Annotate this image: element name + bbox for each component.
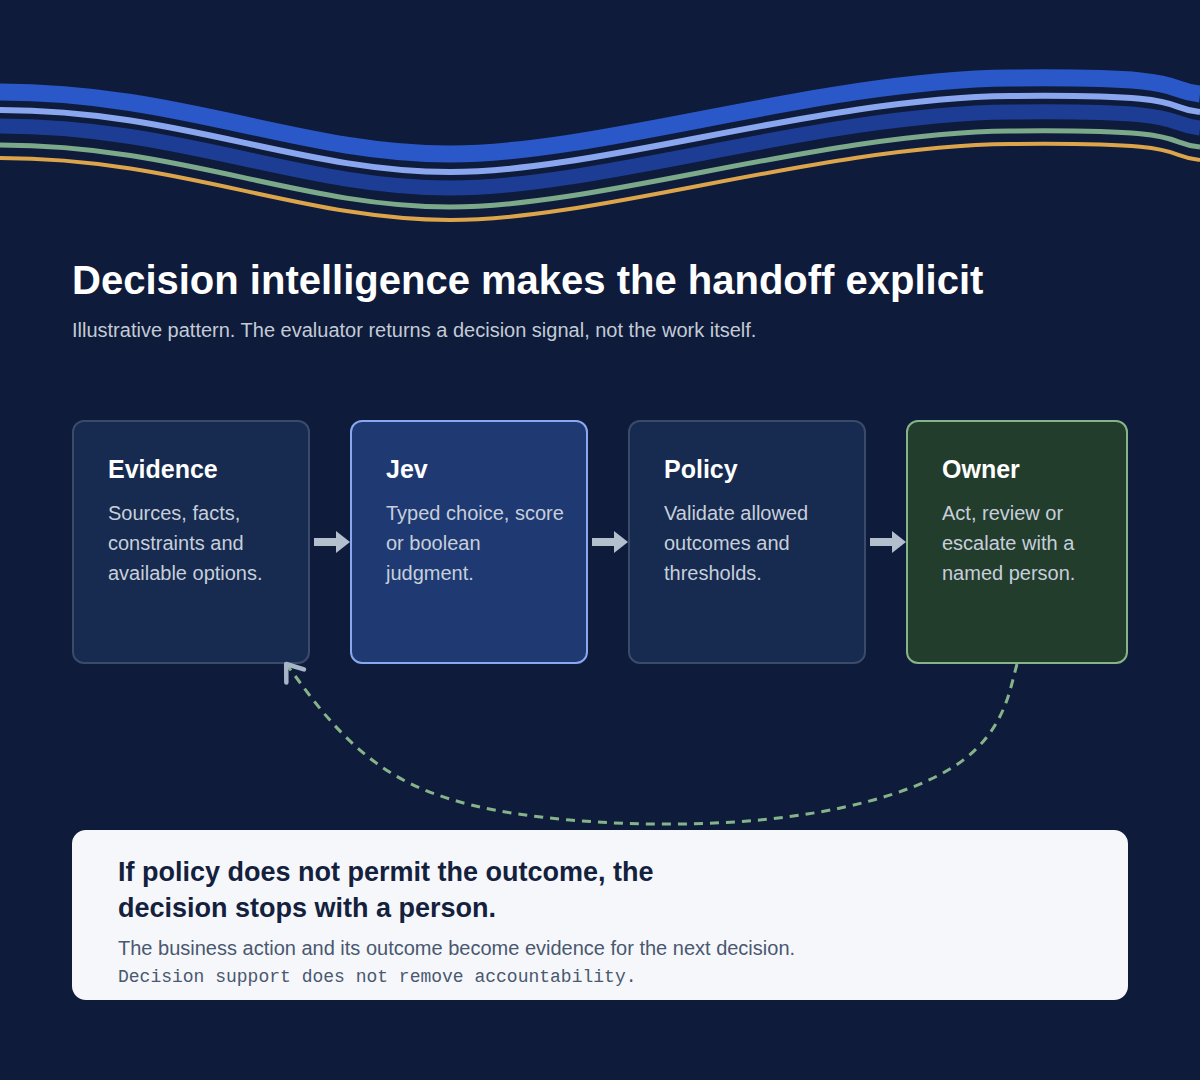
box-heading: Owner [942,454,1020,484]
flow-arrow [314,538,336,546]
wave-band [0,144,1200,220]
flow-arrow [592,538,614,546]
box-body: Validate allowed outcomes and thresholds… [664,498,846,588]
evaluator-box: JevTyped choice, score or boolean judgme… [350,420,588,664]
diagram-caption: Illustrative pattern. The evaluator retu… [72,317,756,343]
stage-box: PolicyValidate allowed outcomes and thre… [628,420,866,664]
stage-box: EvidenceSources, facts, constraints and … [72,420,310,664]
box-heading: Policy [664,454,738,484]
box-body: Act, review or escalate with a named per… [942,498,1124,588]
box-heading: Jev [386,454,428,484]
note-box: If policy does not permit the outcome, t… [72,830,1128,1000]
box-heading: Evidence [108,454,218,484]
feedback-loop [286,664,1017,824]
diagram-title: Decision intelligence makes the handoff … [72,256,983,304]
box-body: Sources, facts, constraints and availabl… [108,498,290,588]
note-heading: If policy does not permit the outcome, t… [118,854,668,926]
flow-arrow [870,538,892,546]
owner-box: OwnerAct, review or escalate with a name… [906,420,1128,664]
note-body: The business action and its outcome beco… [118,935,1098,961]
box-body: Typed choice, score or boolean judgment. [386,498,568,588]
note-footnote: Decision support does not remove account… [118,967,1098,987]
